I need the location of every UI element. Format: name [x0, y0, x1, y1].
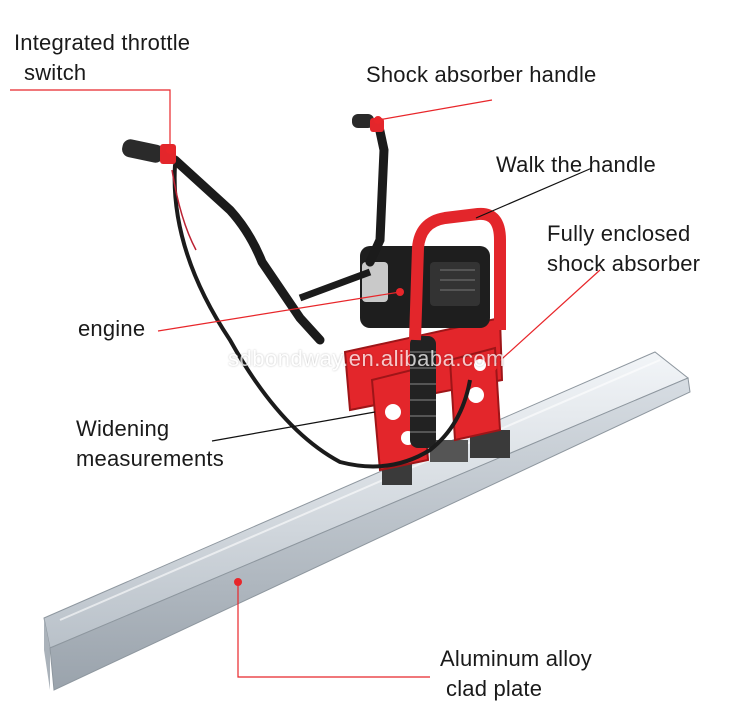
label-widening-line2: measurements	[76, 446, 224, 471]
handle-bars	[122, 114, 389, 345]
guard-handle	[409, 207, 506, 341]
leader-plate	[237, 582, 430, 678]
leader-plate-dot	[234, 578, 242, 586]
leader-walk-handle	[475, 167, 593, 219]
leader-engine-dot	[396, 288, 404, 296]
engine-body	[360, 246, 490, 328]
label-shock-handle: Shock absorber handle	[366, 62, 597, 87]
shock-springs	[410, 336, 436, 448]
leader-shock-handle	[377, 99, 493, 121]
leader-shock-handle-dot	[374, 116, 382, 124]
leader-widening	[211, 411, 376, 442]
label-widening: Widening measurements	[76, 414, 224, 474]
leader-engine	[157, 291, 401, 332]
label-enclosed: Fully enclosed shock absorber	[547, 219, 700, 279]
label-enclosed-line1: Fully enclosed	[547, 221, 691, 246]
label-enclosed-line2: shock absorber	[547, 251, 701, 276]
leader-throttle	[10, 89, 171, 150]
watermark: sdbondway.en.alibaba.com	[228, 346, 505, 371]
label-widening-line1: Widening	[76, 416, 170, 441]
label-throttle-line1: Integrated throttle	[14, 30, 191, 55]
leader-lines	[10, 89, 601, 678]
label-walk-handle: Walk the handle	[496, 152, 656, 177]
label-engine: engine	[78, 316, 146, 341]
label-plate-line1: Aluminum alloy	[440, 646, 592, 671]
leader-throttle-dot	[166, 146, 174, 154]
label-plate: Aluminum alloy clad plate	[440, 644, 592, 704]
leader-enclosed	[492, 269, 601, 368]
throttle-wire	[171, 169, 197, 251]
throttle-cable	[172, 164, 472, 469]
label-throttle-line2: switch	[24, 60, 87, 85]
label-plate-line2: clad plate	[446, 676, 543, 701]
leader-enclosed-dot	[489, 363, 497, 371]
label-throttle: Integrated throttle switch	[14, 28, 190, 88]
aluminum-plate	[43, 351, 691, 691]
